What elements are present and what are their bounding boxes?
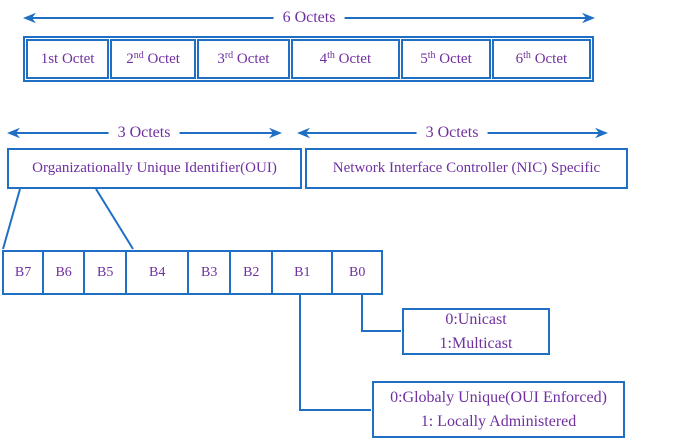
octet-cell-label: 2nd Octet — [126, 49, 180, 67]
bit-cell-b0: B0 — [333, 252, 381, 293]
callout-line: 1:Multicast — [439, 334, 513, 352]
bit-label: B7 — [14, 264, 32, 280]
octet-cell-label: 6th Octet — [515, 49, 568, 67]
callout-line: 1: Locally Administered — [420, 412, 577, 430]
bit-cell-b3: B3 — [189, 252, 232, 293]
oui-arrow-label: 3 Octets — [108, 124, 180, 142]
nic-field-label: Network Interface Controller (NIC) Speci… — [332, 160, 601, 176]
b1-connector-line — [299, 295, 371, 411]
octet-row: 1st Octet 2nd Octet 3rd Octet 4th Octet … — [23, 36, 594, 82]
bit-label: B3 — [201, 264, 218, 280]
octet-cell-label: 1st Octet — [40, 50, 95, 67]
octet-cell-6: 6th Octet — [491, 39, 591, 79]
bit-cell-b7: B7 — [4, 252, 45, 293]
callout-line: 0:Unicast — [445, 310, 507, 328]
callout-line: 0:Globaly Unique(OUI Enforced) — [390, 388, 607, 406]
bit-label: B2 — [243, 264, 260, 280]
bit-label: B0 — [349, 264, 366, 280]
octet-cell-label: 5th Octet — [420, 49, 472, 67]
nic-arrow-label: 3 Octets — [416, 124, 488, 142]
bit-cell-b4: B4 — [127, 252, 190, 293]
octet-cell-4: 4th Octet — [290, 39, 401, 79]
nic-field-box: Network Interface Controller (NIC) Speci… — [305, 148, 628, 189]
bit-cell-b6: B6 — [44, 252, 86, 293]
b1-global-local-callout: 0:Globaly Unique(OUI Enforced) 1: Locall… — [372, 381, 625, 438]
bit-label: B1 — [294, 264, 311, 280]
bit-label: B5 — [97, 264, 114, 280]
bit-label: B4 — [149, 264, 166, 280]
octet-cell-2: 2nd Octet — [110, 39, 197, 79]
oui-expansion-lines — [2, 188, 134, 250]
bit-cell-b1: B1 — [273, 252, 334, 293]
oui-field-box: Organizationally Unique Identifier(OUI) — [7, 148, 302, 189]
octet-cell-1: 1st Octet — [26, 39, 110, 79]
six-octets-arrow-label: 6 Octets — [273, 9, 345, 27]
bit-cell-b2: B2 — [231, 252, 274, 293]
octet-cell-3: 3rd Octet — [197, 39, 290, 79]
bit-label: B6 — [55, 264, 72, 280]
octet-cell-5: 5th Octet — [401, 39, 491, 79]
first-octet-bit-row: B7 B6 B5 B4 B3 B2 B1 B0 — [2, 250, 383, 295]
octet-cell-label: 4th Octet — [319, 49, 372, 67]
oui-field-label: Organizationally Unique Identifier(OUI) — [32, 160, 277, 176]
b0-unicast-multicast-callout: 0:Unicast 1:Multicast — [402, 308, 550, 355]
bit-cell-b5: B5 — [85, 252, 128, 293]
b0-connector-line — [361, 295, 401, 332]
octet-cell-label: 3rd Octet — [217, 49, 270, 67]
